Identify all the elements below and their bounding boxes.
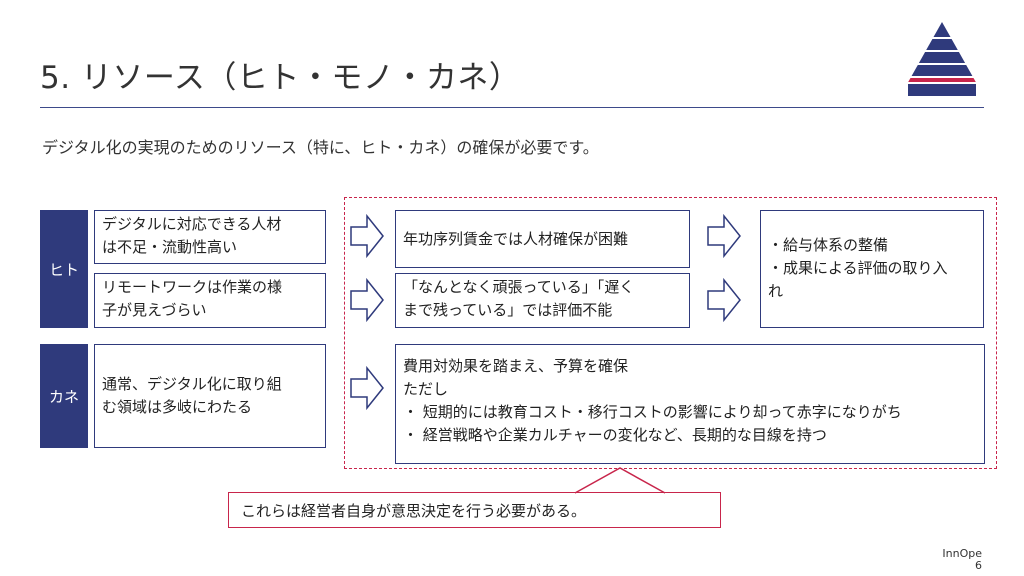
kane-consequence-line1: 費用対効果を踏まえ、予算を確保: [403, 357, 629, 375]
kane-issue-line1: 通常、デジタル化に取り組: [102, 375, 282, 393]
kane-consequence: 費用対効果を踏まえ、予算を確保 ただし ・ 短期的には教育コスト・移行コストの影…: [395, 344, 985, 464]
hito-issue-talent-line2: は不足・流動性高い: [102, 238, 238, 256]
hito-issue-remote: リモートワークは作業の様 子が見えづらい: [94, 273, 326, 328]
hito-consequence-evaluation: 「なんとなく頑張っている」「遅く まで残っている」では評価不能: [395, 273, 690, 328]
kane-consequence-line4: ・ 経営戦略や企業カルチャーの変化など、長期的な目線を持つ: [403, 426, 827, 444]
hito-solution-line2: ・成果による評価の取り入: [768, 259, 948, 277]
pyramid-logo-icon: [908, 22, 976, 96]
kane-issue-line2: む領域は多岐にわたる: [102, 398, 253, 416]
right-arrow-icon: [350, 366, 384, 410]
hito-issue-remote-line1: リモートワークは作業の様: [102, 278, 283, 296]
hito-issue-remote-line2: 子が見えづらい: [102, 301, 207, 319]
kane-consequence-line3: ・ 短期的には教育コスト・移行コストの影響により却って赤字になりがち: [403, 403, 902, 421]
hito-issue-talent-line1: デジタルに対応できる人材: [102, 215, 282, 233]
title-divider: [40, 107, 984, 108]
hito-consequence-seniority-line1: 年功序列賃金では人材確保が困難: [403, 229, 629, 248]
right-arrow-icon: [707, 278, 741, 322]
hito-issue-talent: デジタルに対応できる人材 は不足・流動性高い: [94, 210, 326, 264]
callout-pointer: [574, 467, 666, 494]
dashed-group-frame: [344, 197, 997, 469]
kane-issue: 通常、デジタル化に取り組 む領域は多岐にわたる: [94, 344, 326, 448]
hito-consequence-seniority: 年功序列賃金では人材確保が困難: [395, 210, 690, 268]
footer-brand: InnOpe: [942, 547, 982, 560]
kane-consequence-line2: ただし: [403, 380, 449, 398]
right-arrow-icon: [707, 214, 741, 258]
page-number: 6: [975, 559, 982, 572]
hito-solution-line1: ・給与体系の整備: [768, 236, 889, 254]
hito-solutions: ・給与体系の整備 ・成果による評価の取り入 れ: [760, 210, 984, 328]
row-label-kane: カネ: [40, 344, 88, 448]
page-title: 5. リソース（ヒト・モノ・カネ）: [40, 60, 521, 96]
page-subtitle: デジタル化の実現のためのリソース（特に、ヒト・カネ）の確保が必要です。: [42, 138, 599, 157]
hito-consequence-evaluation-line2: まで残っている」では評価不能: [403, 301, 613, 319]
hito-consequence-evaluation-line1: 「なんとなく頑張っている」「遅く: [403, 278, 635, 296]
right-arrow-icon: [350, 278, 384, 322]
hito-solution-line3: れ: [768, 282, 784, 300]
right-arrow-icon: [350, 214, 384, 258]
conclusion-callout: これらは経営者自身が意思決定を行う必要がある。: [228, 492, 721, 528]
row-label-hito: ヒト: [40, 210, 88, 328]
